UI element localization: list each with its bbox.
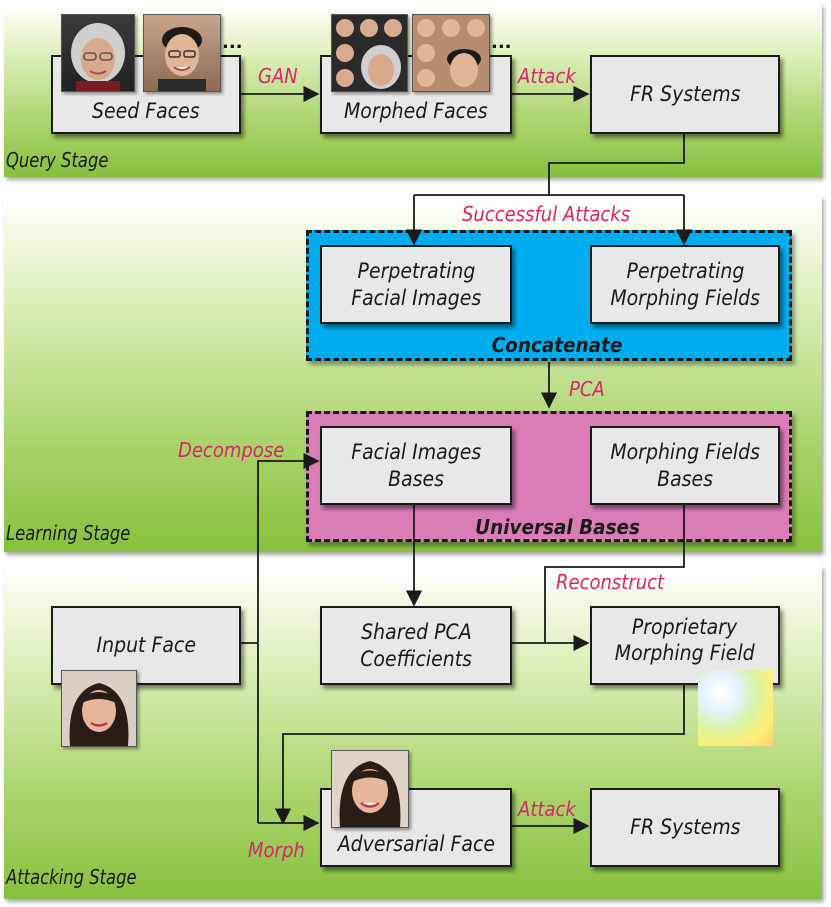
shared-line1: Shared PCA [360,620,472,645]
morphed-faces-grid-elderly [331,14,408,92]
img-bases-line1: Facial Images [351,440,481,465]
img-bases-line2: Bases [388,466,444,491]
perpetrating-facial-images-box: Perpetrating Facial Images [320,245,512,324]
reconstruct-label: Reconstruct [556,570,665,594]
morphing-fields-bases-box: Morphing Fields Bases [590,426,780,505]
shared-pca-coefficients-box: Shared PCA Coefficients [320,606,512,685]
seed-faces-text: Seed Faces [92,98,200,123]
input-face-text: Input Face [96,633,196,658]
perp-images-line1: Perpetrating [357,259,475,284]
successful-attacks-connector [548,133,685,195]
learning-stage-label: Learning Stage [6,521,131,545]
attack-top-label: Attack [518,64,576,88]
prop-line2: Morphing Field [615,641,755,666]
facial-images-bases-box: Facial Images Bases [320,426,512,505]
concatenate-label: Concatenate [491,333,623,357]
gan-label: GAN [258,64,298,88]
morph-arrow [274,684,685,825]
seed-faces-ellipsis: ... [222,32,243,53]
adversarial-face-box: Adversarial Face [320,788,512,867]
attack-bottom-label: Attack [518,797,576,821]
adversarial-face-text: Adversarial Face [337,831,495,856]
perp-fields-line1: Perpetrating [626,259,744,284]
fr-systems-top-text: FR Systems [629,82,741,107]
morph-label: Morph [248,838,305,862]
shared-line2: Coefficients [360,646,472,671]
fr-systems-top-box: FR Systems [590,55,780,134]
fr-systems-bottom-text: FR Systems [629,815,741,840]
input-face-photo [61,670,137,747]
morphed-faces-text: Morphed Faces [344,98,488,123]
pca-label: PCA [569,377,605,401]
morphed-faces-ellipsis: ... [491,32,512,53]
perpetrating-morphing-fields-box: Perpetrating Morphing Fields [590,245,780,324]
morphing-field-visualization [698,670,773,746]
adversarial-face-photo [331,750,409,828]
universal-bases-label: Universal Bases [475,515,640,539]
field-bases-line1: Morphing Fields [610,440,760,465]
successful-attacks-label: Successful Attacks [462,202,631,226]
decompose-label: Decompose [178,438,285,462]
perp-images-line2: Facial Images [351,285,481,310]
field-bases-line2: Bases [657,466,713,491]
prop-line1: Proprietary [632,615,738,639]
morphed-faces-grid-young-man [412,14,490,92]
perp-fields-line2: Morphing Fields [610,285,760,310]
seed-face-photo-elderly [61,14,135,92]
fr-systems-bottom-box: FR Systems [590,788,780,867]
reconstruct-arrow [544,505,685,643]
seed-face-photo-young-man [143,14,221,92]
query-stage-label: Query Stage [6,148,109,172]
attacking-stage-label: Attacking Stage [6,865,137,889]
decompose-arrow [257,452,320,823]
